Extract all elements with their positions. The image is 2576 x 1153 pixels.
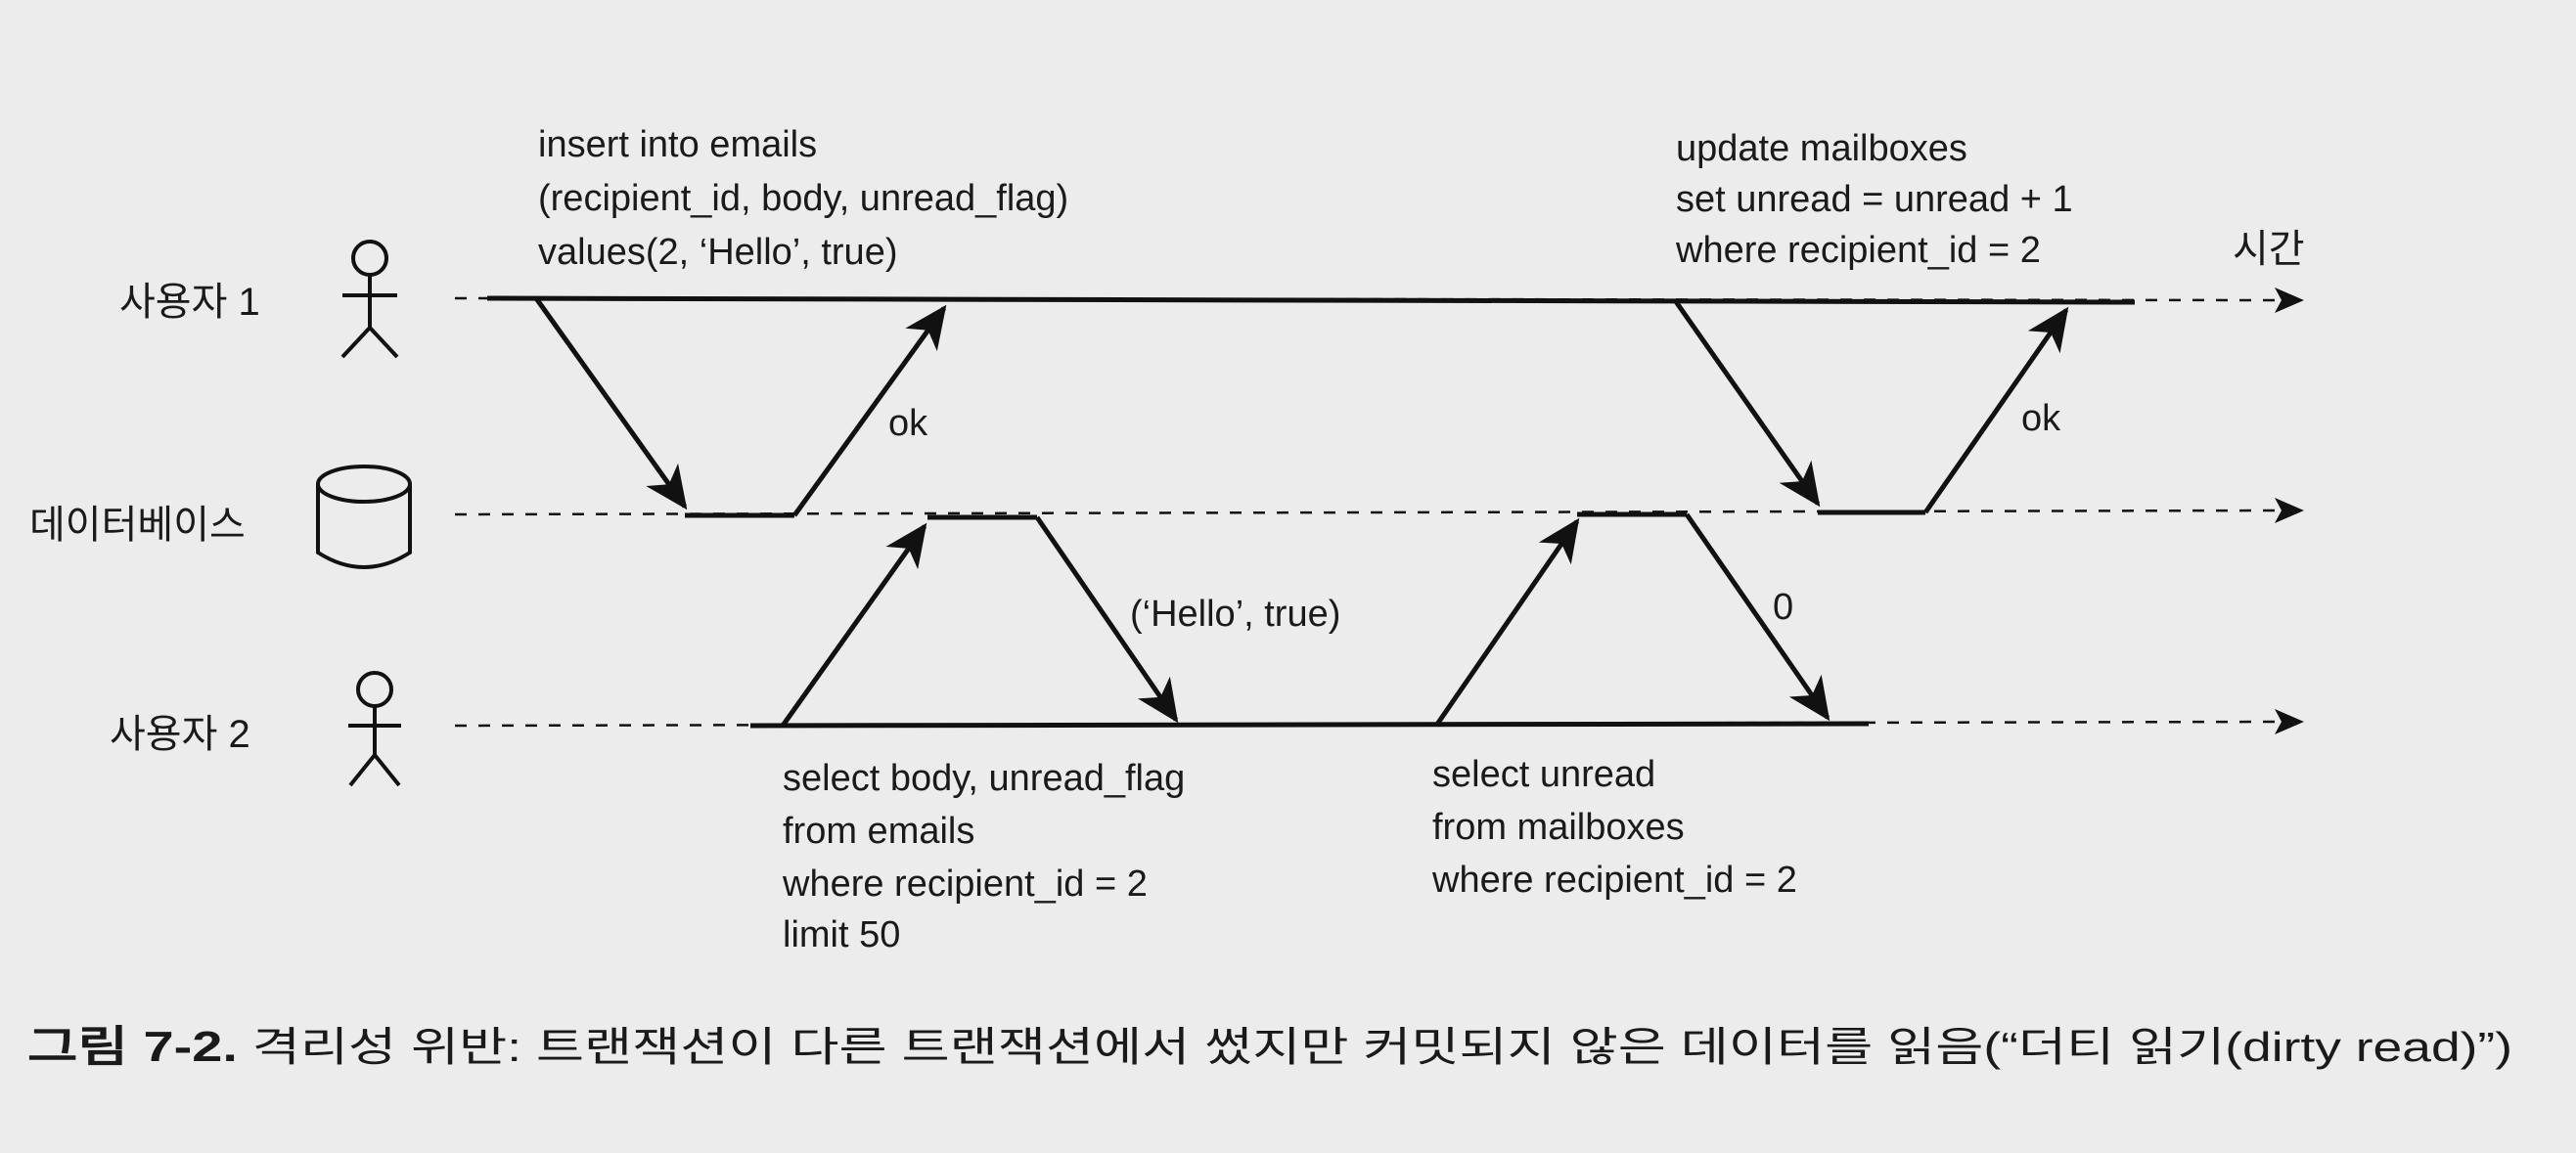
lane-label-user2: 사용자 2 <box>110 713 250 756</box>
lane-label-user1: 사용자 1 <box>119 281 260 324</box>
query-line: where recipient_id = 2 <box>1675 230 2041 271</box>
user2-select-emails-query: select body, unread_flag from emails whe… <box>782 758 1185 955</box>
query-line: insert into emails <box>538 124 817 165</box>
user2-stick-figure-icon <box>348 671 401 787</box>
user1-stick-figure-icon <box>340 240 399 359</box>
arrow-select-emails-response <box>1034 515 1179 724</box>
query-line: where recipient_id = 2 <box>1431 860 1797 901</box>
database-cylinder-icon <box>316 465 412 569</box>
figure-caption: 그림 7-2. 격리성 위반: 트랜잭션이 다른 트랜잭션에서 썼지만 커밋되지… <box>27 1023 2512 1071</box>
caption-text: 격리성 위반: 트랜잭션이 다른 트랜잭션에서 썼지만 커밋되지 않은 데이터를… <box>238 1024 2512 1070</box>
response-ok-insert: ok <box>888 403 928 444</box>
response-select-emails: (‘Hello’, true) <box>1130 594 1340 635</box>
timeline-end-arrows <box>2275 288 2304 734</box>
query-line: from emails <box>783 811 974 852</box>
arrow-insert-ok-response <box>791 304 947 517</box>
timeline-dashes <box>454 296 2276 728</box>
query-line: from mailboxes <box>1432 807 1685 848</box>
user1-insert-query: insert into emails (recipient_id, body, … <box>538 124 1068 273</box>
query-line: set unread = unread + 1 <box>1676 179 2073 220</box>
arrow-user2-select-mailboxes-request <box>1433 517 1580 728</box>
response-select-mailboxes: 0 <box>1773 587 1793 628</box>
query-line: where recipient_id = 2 <box>782 864 1148 905</box>
query-line: select unread <box>1432 754 1655 795</box>
arrow-user1-insert-request <box>533 296 688 510</box>
arrow-user2-select-emails-request <box>780 522 927 728</box>
user1-update-query: update mailboxes set unread = unread + 1… <box>1675 128 2073 271</box>
time-label: 시간 <box>2233 228 2305 271</box>
lane-label-database: 데이터베이스 <box>29 504 246 547</box>
arrow-user1-update-request <box>1672 298 1821 508</box>
query-line: select body, unread_flag <box>783 758 1185 799</box>
database-plateaus <box>685 510 1925 520</box>
arrow-select-mailboxes-response <box>1684 512 1830 722</box>
query-line: update mailboxes <box>1676 128 1967 169</box>
query-line: values(2, ‘Hello’, true) <box>538 232 897 273</box>
user1-active-line <box>486 295 2136 305</box>
response-ok-update: ok <box>2021 398 2061 439</box>
caption-label: 그림 7-2. <box>27 1023 238 1071</box>
user2-active-line <box>749 721 1870 729</box>
arrow-update-ok-response <box>1922 306 2069 514</box>
query-line: (recipient_id, body, unread_flag) <box>538 178 1068 219</box>
user2-select-mailboxes-query: select unread from mailboxes where recip… <box>1431 754 1797 901</box>
query-line: limit 50 <box>783 914 900 955</box>
